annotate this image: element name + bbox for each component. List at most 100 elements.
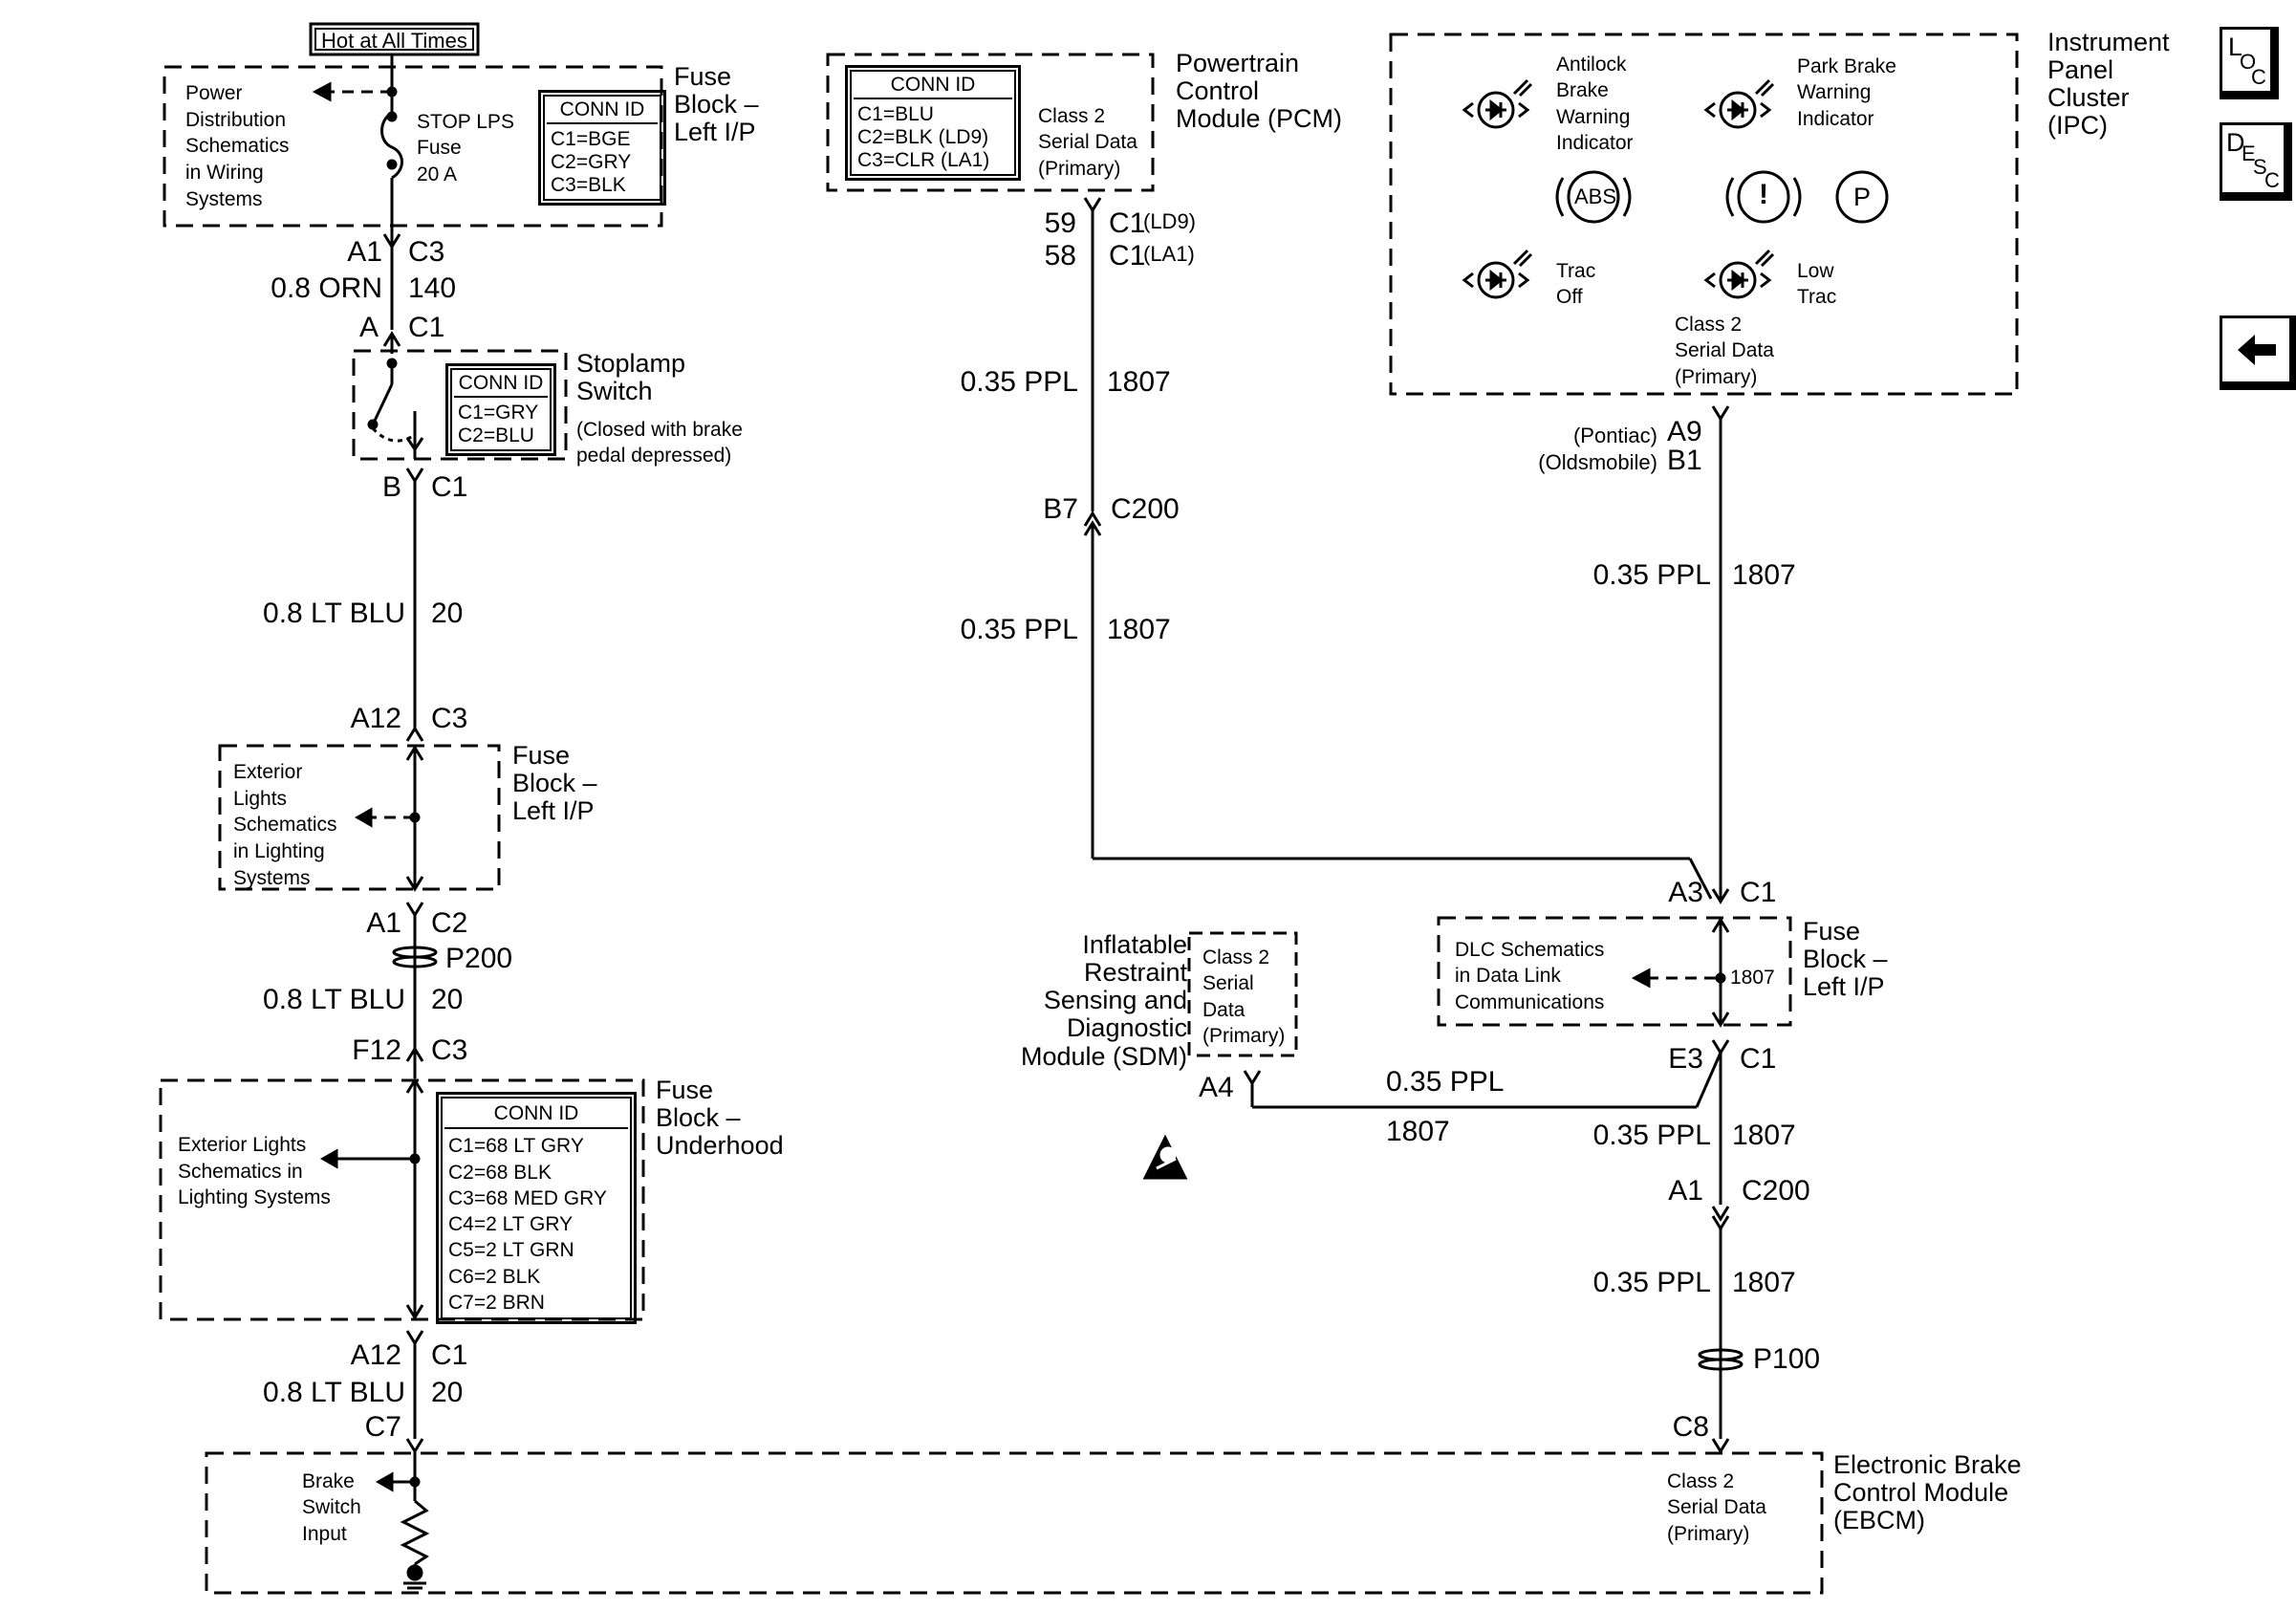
park-brake-indicator-label: Park Brake Warning Indicator <box>1797 55 1896 130</box>
ebcm-class2-label: Class 2 Serial Data (Primary) <box>1667 1470 1766 1545</box>
park-p-symbol-icon <box>1835 170 1889 224</box>
park-brake-lamp-icon <box>1703 78 1775 129</box>
pin-c7: C7 <box>364 1411 401 1443</box>
sdm-pin-a4: A4 <box>1199 1072 1234 1103</box>
pcm-pin-59: 59 <box>1044 207 1076 239</box>
pin-a1-c2: A1 <box>366 907 401 939</box>
stoplamp-conn-c1-bottom: C1 <box>431 471 468 503</box>
pcm-wire-0-35-ppl-a: 0.35 PPL <box>960 366 1078 398</box>
stoplamp-conn-c1-top: C1 <box>408 312 445 343</box>
hot-at-all-times-box <box>309 22 480 56</box>
ebcm-box <box>205 1451 1824 1595</box>
fuse-block-left-ip-top-box <box>162 65 663 228</box>
desc-icon-letter-d: D <box>2226 128 2245 157</box>
back-button[interactable] <box>2220 315 2296 390</box>
brake-excl-symbol-icon <box>1725 170 1802 224</box>
desc-icon-letter-c: C <box>2264 168 2280 192</box>
conn-id-underhood: CONN ID C1=68 LT GRY C2=68 BLK C3=68 MED… <box>436 1092 637 1325</box>
right-circuit-1807-b: 1807 <box>1732 1267 1796 1298</box>
ipc-pin-a9: A9 <box>1667 416 1702 447</box>
pcm-title: Powertrain Control Module (PCM) <box>1176 49 1343 134</box>
antilock-indicator-label: Antilock Brake Warning Indicator <box>1556 54 1634 154</box>
airbag-warning-icon <box>1142 1134 1188 1180</box>
pin-a3: A3 <box>1668 877 1703 908</box>
pcm-box <box>826 53 1155 192</box>
wire-0-8-orn: 0.8 ORN <box>271 272 382 304</box>
conn-id-fuse-block-top: CONN ID C1=BGE C2=GRY C3=BLK <box>538 90 666 206</box>
brake-excl-symbol-text: ! <box>1759 179 1768 210</box>
pin-a12-c1: A12 <box>350 1339 401 1371</box>
fuse-block-underhood-box <box>159 1078 645 1321</box>
right-circuit-1807-a: 1807 <box>1732 1120 1796 1151</box>
conn-id-stoplamp: CONN ID C1=GRY C2=BLU <box>445 363 556 456</box>
loc-icon-letter-o: O <box>2240 50 2257 74</box>
fuse-block-left-ip-top-title: Fuse Block – Left I/P <box>674 62 759 147</box>
park-p-symbol-text: P <box>1853 183 1872 211</box>
stop-lps-fuse-label: STOP LPS Fuse 20 A <box>417 111 514 185</box>
conn-c2: C2 <box>431 907 468 939</box>
pcm-circuit-1807-b: 1807 <box>1107 614 1171 645</box>
low-trac-label: Low Trac <box>1797 260 1837 309</box>
circuit-20-a: 20 <box>431 598 464 629</box>
fuse-block-left-ip-right-box <box>1437 916 1792 1027</box>
pcm-conn-c1-ld9: C1 <box>1109 207 1146 239</box>
low-trac-lamp-icon <box>1703 249 1775 299</box>
desc-icon-letter-e: E <box>2242 141 2256 165</box>
pcm-pin-58: 58 <box>1044 240 1076 272</box>
conn-c1-a3: C1 <box>1740 877 1777 908</box>
pcm-wire-0-35-ppl-b: 0.35 PPL <box>960 614 1078 645</box>
ebcm-pin-c8: C8 <box>1672 1411 1709 1443</box>
ipc-variant-pontiac: (Pontiac) <box>1572 424 1657 447</box>
desc-icon-letter-s: S <box>2253 155 2267 179</box>
back-arrow-icon <box>2238 335 2276 365</box>
power-distribution-ref: Power Distribution Schematics in Wiring … <box>185 82 290 210</box>
stoplamp-pin-b: B <box>381 471 401 503</box>
antilock-lamp-icon <box>1462 78 1533 129</box>
conn-c3: C3 <box>408 236 445 268</box>
pin-f12: F12 <box>352 1034 401 1066</box>
ipc-circuit-1807: 1807 <box>1732 559 1796 591</box>
loc-button[interactable]: L O C <box>2220 27 2279 99</box>
wire-0-8-lt-blu-c: 0.8 LT BLU <box>263 1377 405 1408</box>
pcm-variant-ld9: (LD9) <box>1143 209 1197 233</box>
conn-c200-right: C200 <box>1742 1175 1810 1207</box>
circuit-140: 140 <box>408 272 457 304</box>
conn-c1-e3: C1 <box>1740 1043 1777 1075</box>
stoplamp-switch-note: (Closed with brake pedal depressed) <box>576 419 743 468</box>
conn-id-pcm: CONN ID C1=BLU C2=BLK (LD9) C3=CLR (LA1) <box>845 65 1021 181</box>
conn-c200-left: C200 <box>1111 493 1180 525</box>
stoplamp-pin-a: A <box>358 312 379 343</box>
ipc-wire-0-35-ppl: 0.35 PPL <box>1592 559 1711 591</box>
fuse-block-underhood-title: Fuse Block – Underhood <box>656 1076 784 1161</box>
right-wire-0-35-ppl-a: 0.35 PPL <box>1592 1120 1711 1151</box>
ipc-class2-label: Class 2 Serial Data (Primary) <box>1675 314 1774 388</box>
ipc-title: Instrument Panel Cluster (IPC) <box>2047 28 2170 141</box>
pcm-class2-label: Class 2 Serial Data (Primary) <box>1038 105 1137 180</box>
sdm-circuit-1807: 1807 <box>1386 1116 1450 1147</box>
trac-off-lamp-icon <box>1462 249 1533 299</box>
splice-1807: 1807 <box>1730 967 1775 989</box>
wire-0-8-lt-blu-b: 0.8 LT BLU <box>263 984 405 1015</box>
pin-a1: A1 <box>347 236 382 268</box>
fuse-block-left-ip-right-title: Fuse Block – Left I/P <box>1803 917 1888 1002</box>
loc-icon-letter-l: L <box>2228 33 2243 61</box>
fuse-block-left-ip-mid-box <box>218 744 501 891</box>
exterior-lights-ref-mid: Exterior Lights Schematics in Lighting S… <box>233 761 337 889</box>
dlc-schematics-ref: DLC Schematics in Data Link Communicatio… <box>1455 939 1605 1013</box>
pcm-variant-la1: (LA1) <box>1143 242 1195 266</box>
sdm-title: Inflatable Restraint Sensing and Diagnos… <box>1020 930 1187 1071</box>
hot-at-all-times-label: Hot at All Times <box>321 29 467 53</box>
conn-c3-mid: C3 <box>431 703 468 734</box>
desc-button[interactable]: D E S C <box>2220 122 2292 201</box>
p100-label: P100 <box>1753 1343 1821 1375</box>
ipc-pin-b1: B1 <box>1667 445 1702 476</box>
pcm-circuit-1807-a: 1807 <box>1107 366 1171 398</box>
exterior-lights-ref-underhood: Exterior Lights Schematics in Lighting S… <box>178 1134 331 1209</box>
abs-symbol-text: ABS <box>1574 185 1617 208</box>
pin-a12-c3: A12 <box>350 703 401 734</box>
right-wire-0-35-ppl-b: 0.35 PPL <box>1592 1267 1711 1298</box>
abs-symbol-icon <box>1555 170 1632 224</box>
ebcm-title: Electronic Brake Control Module (EBCM) <box>1833 1450 2022 1535</box>
